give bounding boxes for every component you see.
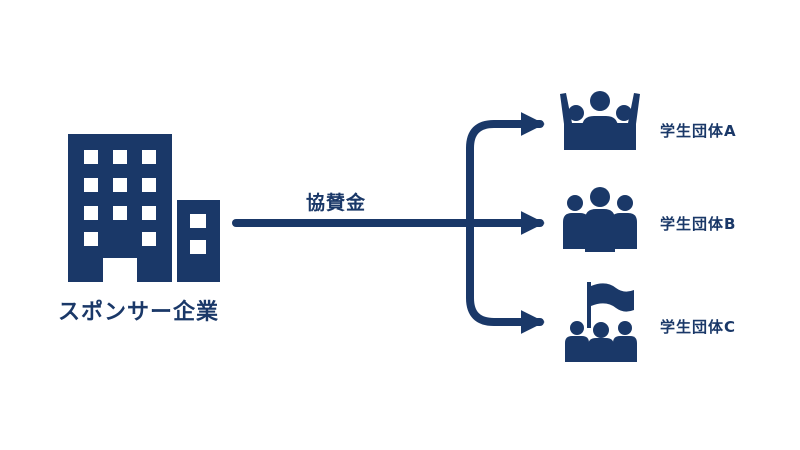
people-group-icon [563,187,637,252]
student-group-b-label: 学生団体B [660,215,737,233]
sponsor-company-label: スポンサー企業 [58,300,220,325]
cheering-group-icon [560,91,640,150]
student-group-a-label: 学生団体A [660,122,737,140]
sponsorship-money-label: 協賛金 [306,192,367,214]
branch-arrow-c [466,219,545,334]
student-group-c-label: 学生団体C [660,318,737,336]
group-with-flag-icon [565,282,637,362]
office-building-icon [68,134,220,282]
branch-arrow-a [466,112,545,227]
